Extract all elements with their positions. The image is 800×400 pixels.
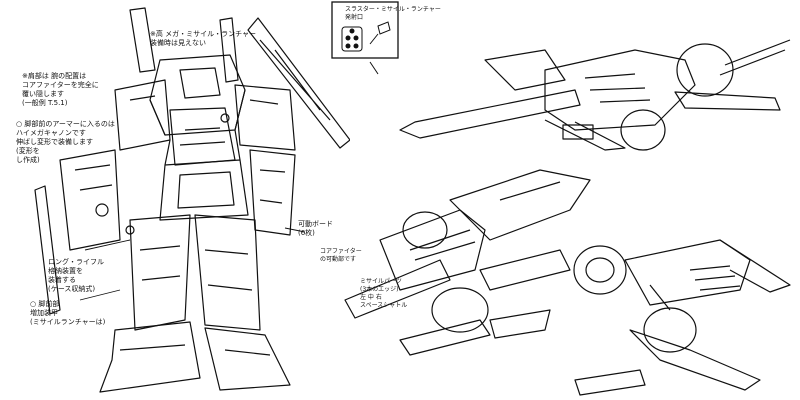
left-middle-note: ○ 脚部前のアーマーに入るのは ハイメガキャノンです 伸ばし変形で装備します (… [16,120,115,164]
fighter-mode-rear-view [573,239,791,396]
mech-standing-figure [34,7,350,393]
bottom-center-note: ミサイルパーツ (3本のエッジ) 左 中 右 スペースシャトル [360,278,408,309]
right-board-note: 可動ボード (6枚) [298,220,333,237]
left-upper-note: ※肩部は 腕の配置は コアファイターを完全に 覆い隠します (一般例 T.5.1… [22,72,99,107]
top-callout-note: ※高 メガ・ミサイル・ランチャー 装備時は見えない [150,30,257,47]
left-lower-note: ロング・ライフル 格納装置を 装着する (ケース収納式) [48,258,104,293]
fighter-mode-side-view [344,169,591,356]
inset-label-note: スラスター・ミサイル・ランチャー 発射口 [345,6,441,21]
right-core-note: コアファイター の可動部です [320,248,362,263]
fighter-mode-upper-view [399,39,791,151]
launcher-inset-box [331,1,399,75]
